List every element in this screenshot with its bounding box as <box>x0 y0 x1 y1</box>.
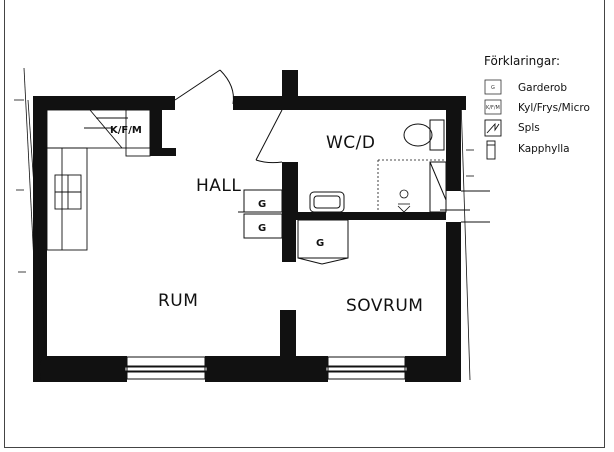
legend-garderob-symbol <box>484 79 502 95</box>
interior-walls <box>150 110 446 358</box>
legend: Förklaringar: G Garderob K/F/M Kyl/Frys/… <box>484 54 590 160</box>
wc-cabinet <box>429 161 447 213</box>
drawing-frame <box>4 0 605 448</box>
kitchen-units-label: K/F/M <box>110 125 142 136</box>
toilet <box>403 119 445 151</box>
legend-kfm-symbol-text: K/F/M <box>486 105 500 111</box>
window-sovrum <box>327 356 406 380</box>
top-wall-stub <box>282 70 298 110</box>
room-label-rum: RUM <box>158 291 198 311</box>
legend-kapphylla-label: Kapphylla <box>518 143 570 155</box>
legend-kfm-symbol <box>484 99 502 115</box>
coat-rack-icon <box>486 140 496 160</box>
wardrobe-label-2: G <box>258 223 266 234</box>
washbasin <box>309 191 345 213</box>
wardrobe-label-3: G <box>316 238 324 249</box>
stove-icon <box>484 119 502 137</box>
legend-title: Förklaringar: <box>484 54 560 68</box>
legend-kfm-label: Kyl/Frys/Micro <box>518 102 590 114</box>
wardrobe-label-1: G <box>258 199 266 210</box>
entrance-door <box>174 69 234 105</box>
hall-wardrobes <box>238 189 283 239</box>
legend-spls-label: Spls <box>518 122 540 134</box>
legend-garderob-symbol-text: G <box>491 85 495 91</box>
shower-area <box>377 159 446 213</box>
legend-garderob-label: Garderob <box>518 82 567 94</box>
left-wall-hatching <box>14 67 474 381</box>
room-label-sovrum: SOVRUM <box>346 296 423 316</box>
bedroom-wardrobe <box>297 219 349 265</box>
room-label-hall: HALL <box>196 176 241 196</box>
window-rum <box>126 356 206 380</box>
wc-door <box>255 109 283 164</box>
outer-walls <box>33 96 466 382</box>
kitchen-counter <box>46 109 151 251</box>
room-label-wc: WC/D <box>326 133 376 153</box>
